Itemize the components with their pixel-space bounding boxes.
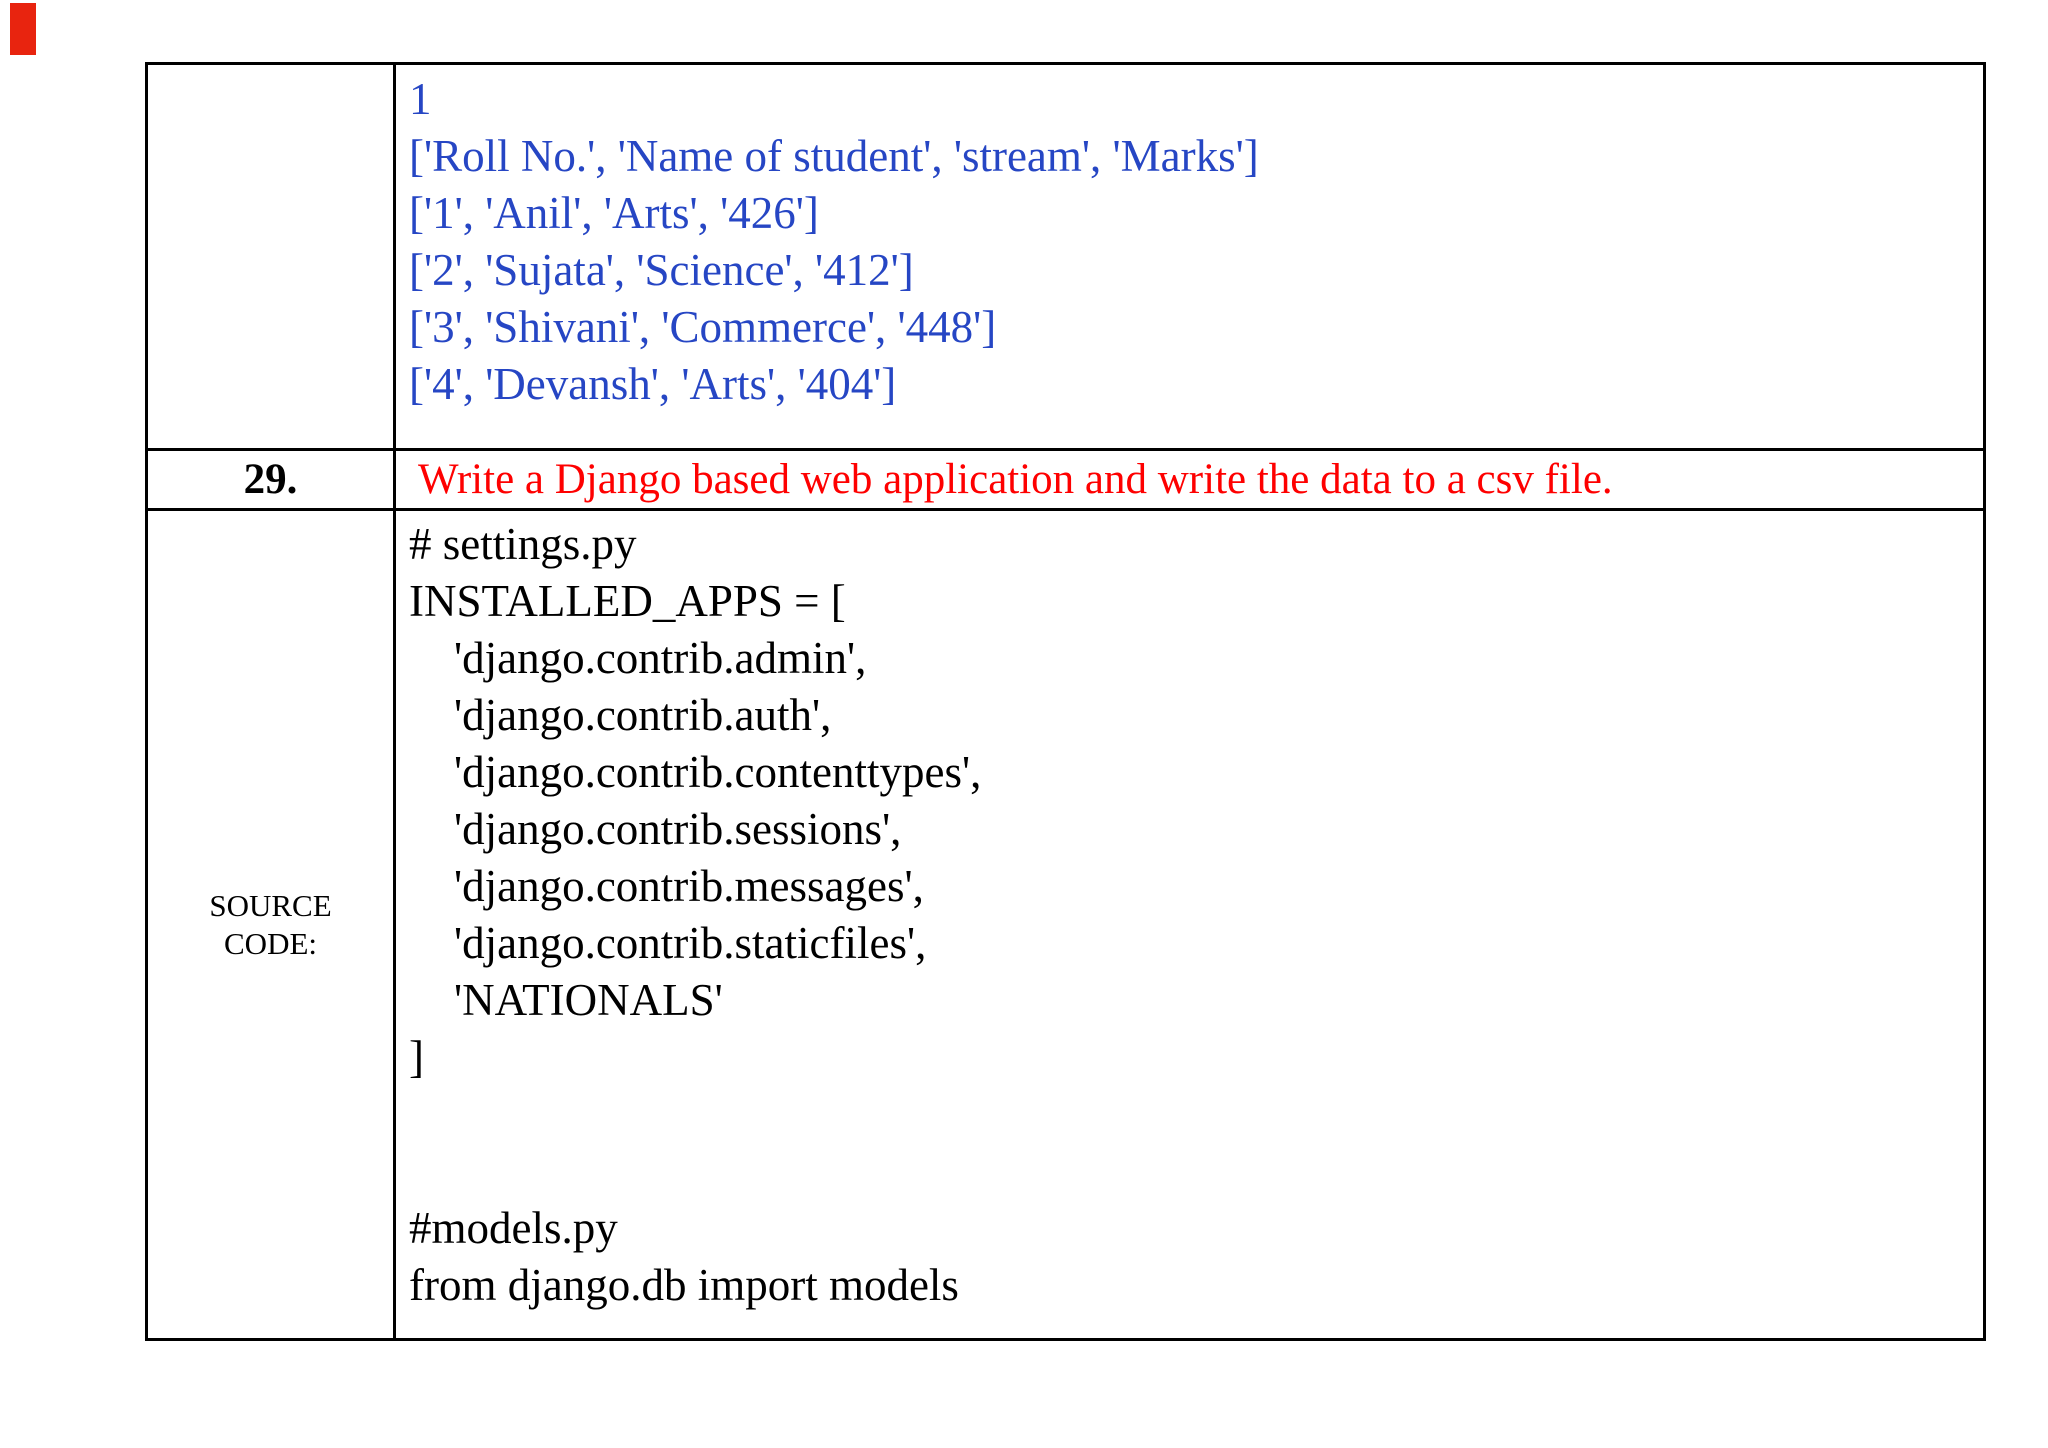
program-output-line: ['3', 'Shivani', 'Commerce', '448'] [409, 302, 997, 352]
program-output-cell: 1 ['Roll No.', 'Name of student', 'stream… [393, 65, 1983, 448]
question-number: 29. [243, 456, 298, 503]
source-code-line [409, 1143, 1973, 1200]
source-code-line: 'django.contrib.staticfiles', [409, 918, 927, 968]
source-code-label-line-1: SOURCE [209, 887, 332, 923]
source-code-label-cell: SOURCE CODE: [148, 508, 393, 1338]
program-output-line: ['1', 'Anil', 'Arts', '426'] [409, 188, 819, 238]
source-code-line: #models.py [409, 1203, 618, 1253]
source-code-line: 'django.contrib.auth', [409, 690, 832, 740]
source-code-label-line-2: CODE: [224, 925, 317, 961]
source-code-line: 'django.contrib.sessions', [409, 804, 902, 854]
source-code-line: from django.db import models [409, 1260, 959, 1310]
question-text-cell: Write a Django based web application and… [393, 448, 1983, 508]
source-code-line [409, 1086, 1973, 1143]
source-code-line: 'django.contrib.contenttypes', [409, 747, 982, 797]
question-number-cell: 29. [148, 448, 393, 508]
source-code-line: INSTALLED_APPS = [ [409, 576, 846, 626]
source-code-line: 'NATIONALS' [409, 975, 723, 1025]
question-table: 1 ['Roll No.', 'Name of student', 'stream… [145, 62, 1986, 1341]
output-row-number-cell [148, 65, 393, 448]
source-code-line: 'django.contrib.messages', [409, 861, 924, 911]
program-output-line: ['2', 'Sujata', 'Science', '412'] [409, 245, 914, 295]
source-code-line: # settings.py [409, 519, 637, 569]
red-corner-marker [10, 3, 36, 55]
program-output-line: ['Roll No.', 'Name of student', 'stream'… [409, 131, 1259, 181]
program-output-line: ['4', 'Devansh', 'Arts', '404'] [409, 359, 897, 409]
question-text: Write a Django based web application and… [418, 456, 1613, 503]
program-output-line: 1 [409, 74, 432, 124]
source-code-line: 'django.contrib.admin', [409, 633, 867, 683]
source-code-line: ] [409, 1032, 424, 1082]
